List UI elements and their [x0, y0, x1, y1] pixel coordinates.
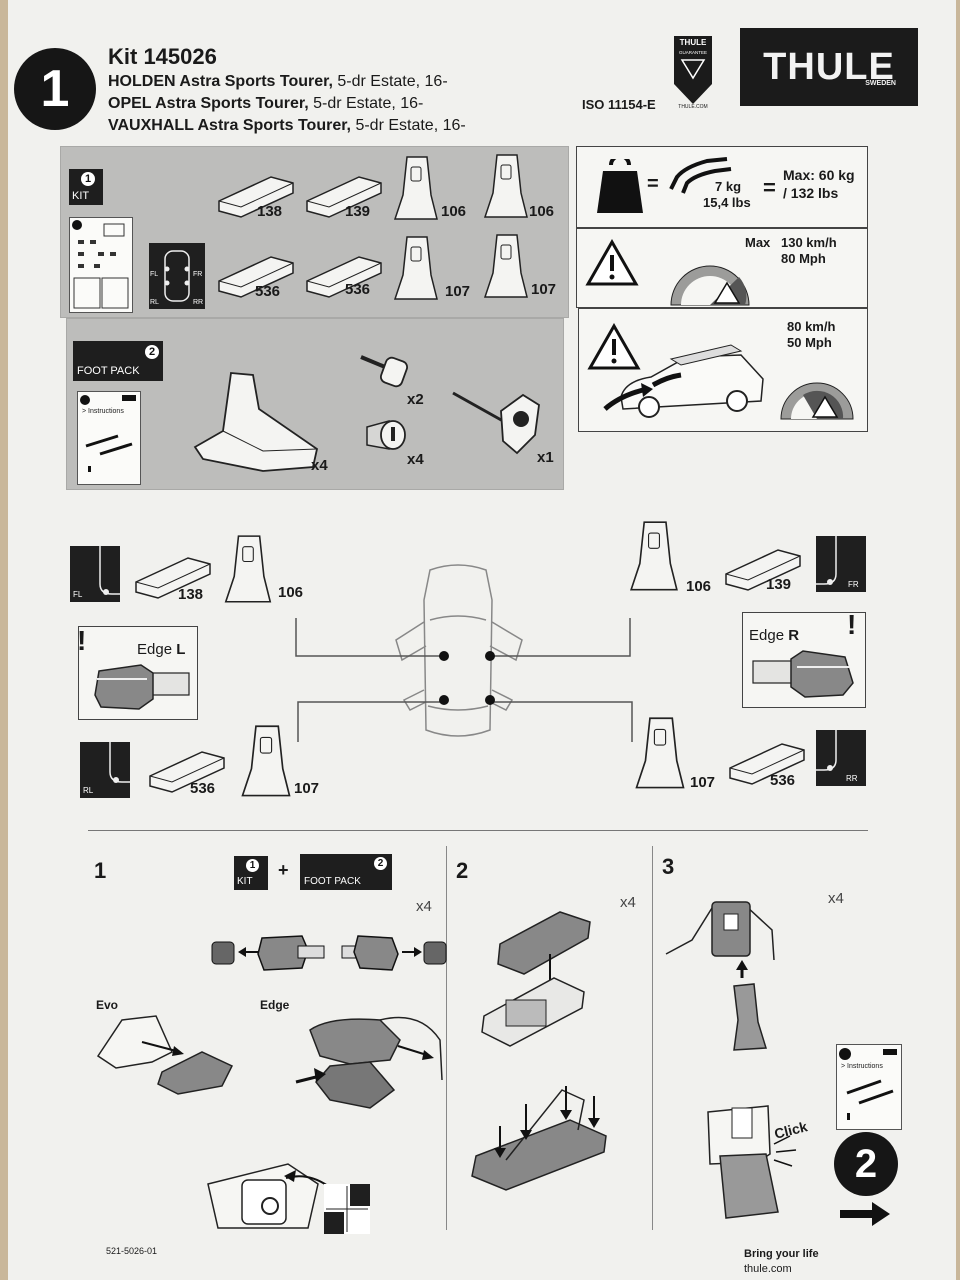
lock-cylinder-icon — [363, 415, 411, 455]
step-3-number: 3 — [662, 854, 675, 879]
foot-106-icon — [393, 155, 439, 223]
step-2-press-illustration — [466, 1080, 616, 1198]
step-1-edge-illustration — [270, 1010, 446, 1110]
loaded-speed-box: 80 km/h 50 Mph — [578, 308, 868, 432]
foot-pack-box-icon: 2 FOOT PACK — [73, 341, 163, 381]
weight-icon — [595, 159, 645, 215]
rr-pad-icon — [726, 738, 806, 788]
step-1-kit-icon: 1 KIT — [234, 856, 268, 890]
kit-title: Kit 145026 — [108, 44, 217, 69]
pad-536b-icon — [303, 251, 383, 301]
step-divider-2 — [652, 846, 653, 1230]
rl-pad-icon — [146, 746, 226, 796]
pad-138-icon — [215, 171, 295, 221]
next-arrow-icon — [838, 1200, 892, 1228]
step-number-badge: 1 — [14, 48, 96, 130]
vehicle-line-3: VAUXHALL Astra Sports Tourer, 5-dr Estat… — [108, 117, 466, 134]
tagline: Bring your life — [744, 1248, 819, 1260]
next-step-badge: 2 — [834, 1132, 898, 1196]
warning-triangle-icon — [585, 239, 639, 287]
vehicle-line-1: HOLDEN Astra Sports Tourer, 5-dr Estate,… — [108, 73, 448, 90]
step-1-mount-illustration — [198, 1144, 328, 1230]
instruction-sheet: 1 Kit 145026 HOLDEN Astra Sports Tourer,… — [8, 0, 956, 1280]
edge-r-foot-icon — [749, 635, 859, 703]
rr-foot-icon — [634, 716, 686, 792]
car-with-load-icon — [601, 335, 771, 429]
edge-l-foot-icon — [87, 649, 193, 715]
evo-label: Evo — [96, 998, 119, 1012]
edge-l-box: ! Edge L — [77, 625, 198, 720]
speedometer-icon-2 — [777, 361, 857, 421]
step-3-foot-attach-illustration — [662, 900, 782, 1056]
key-icon — [357, 349, 413, 389]
guarantee-badge: THULE GUARANTEE THULE.COM — [672, 34, 714, 110]
step-1-position-grid-icon — [324, 1184, 370, 1234]
speedometer-icon — [665, 237, 755, 307]
car-top-view-diagram — [278, 560, 638, 750]
step-1-disassemble-illustration — [208, 928, 448, 988]
kit-box-icon: 1 KIT — [69, 169, 103, 205]
roof-bars-icon — [667, 155, 733, 195]
load-limit-box: = 7 kg 15,4 lbs = Max: 60 kg / 132 lbs — [576, 146, 868, 228]
document-number: 521-5026-01 — [106, 1246, 158, 1256]
edge-label: Edge — [260, 998, 290, 1012]
plus-sign-step1: + — [278, 860, 289, 880]
step-1-evo-illustration — [92, 1012, 242, 1102]
foot-pad-icon — [193, 369, 323, 473]
thule-url: thule.com — [744, 1263, 792, 1275]
exclamation-icon: ! — [77, 625, 87, 656]
step-1-number: 1 — [94, 858, 107, 883]
iso-standard: ISO 11154-E — [582, 97, 656, 112]
step-2-pad-install-illustration — [470, 904, 600, 1052]
plus-sign: = — [647, 173, 659, 195]
foot-107-icon — [393, 235, 439, 303]
edge-l-label: Edge L — [137, 641, 186, 658]
max-speed-box: Max 130 km/h 80 Mph — [576, 228, 868, 308]
torque-tool-icon — [451, 389, 543, 459]
fr-pad-icon — [722, 544, 802, 594]
step-2-number: 2 — [456, 858, 469, 883]
fl-pad-icon — [132, 552, 212, 602]
foot-107b-icon — [483, 233, 529, 301]
fl-foot-icon — [222, 534, 274, 606]
position-rr-icon: RR — [816, 730, 866, 786]
rl-foot-icon — [240, 724, 292, 800]
position-fl-icon: FL — [70, 546, 120, 602]
position-rl-icon: RL — [80, 742, 130, 798]
exclamation-icon-2: ! — [847, 609, 857, 640]
edge-r-box: ! Edge R — [742, 609, 866, 708]
steps-divider — [88, 830, 868, 831]
car-position-diagram: FL FR RL RR — [149, 243, 205, 309]
position-fr-icon: FR — [816, 536, 866, 592]
step-3-click-illustration — [698, 1100, 818, 1222]
next-instructions-thumbnail: > Instructions — [836, 1044, 902, 1130]
pad-139-icon — [303, 171, 383, 221]
kit-contents-panel: 1 KIT FL FR RL RR — [60, 146, 569, 318]
warning-triangle-icon-2 — [587, 323, 641, 371]
vehicle-line-2: OPEL Astra Sports Tourer, 5-dr Estate, 1… — [108, 95, 424, 112]
foot-pack-instructions-thumbnail: > Instructions — [77, 391, 141, 485]
fr-foot-icon — [628, 520, 680, 594]
kit-instructions-thumbnail — [69, 217, 133, 313]
pad-536-icon — [215, 251, 295, 301]
step-1-foot-pack-icon: 2 FOOT PACK — [300, 854, 392, 890]
foot-pack-panel: 2 FOOT PACK > Instructions x4 x2 x4 x1 — [66, 318, 564, 490]
foot-106b-icon — [483, 153, 529, 221]
edge-r-label: Edge R — [749, 627, 800, 644]
step-divider-1 — [446, 846, 447, 1230]
